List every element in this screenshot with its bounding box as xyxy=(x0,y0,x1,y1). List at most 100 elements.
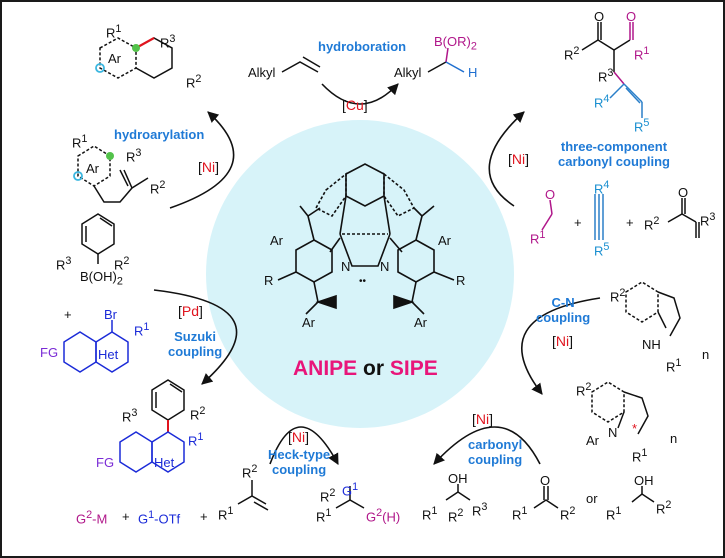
suzuki-sm-r2: R2 xyxy=(114,255,130,273)
center-circle xyxy=(206,120,514,428)
ligand-ar-tl: Ar xyxy=(270,233,283,248)
tc-prod-r5: R5 xyxy=(634,117,650,135)
suzuki-label: Suzuki coupling xyxy=(168,329,223,359)
cn-prod-star: * xyxy=(632,421,638,436)
heck-g2m: G2-M xyxy=(76,509,108,527)
tc-prod-o-left: O xyxy=(594,9,605,24)
heck-alk-r1: R1 xyxy=(218,505,234,523)
cn-sm-r2: R2 xyxy=(610,287,626,305)
cc-or: or xyxy=(586,491,598,506)
heck-catalyst: [Ni] xyxy=(288,429,310,445)
cc-prod-r3: R3 xyxy=(472,501,488,519)
ha-prod-r2: R2 xyxy=(186,73,202,91)
tc-plus2: + xyxy=(626,215,634,230)
cn-prod-ar: Ar xyxy=(586,433,599,448)
ligand-r-left: R xyxy=(264,273,274,288)
tc-sm-o2: O xyxy=(678,185,689,200)
suzuki-prod-r2: R2 xyxy=(190,405,206,423)
cn-sm-n: n xyxy=(702,347,710,362)
ha-sm-ar: Ar xyxy=(86,161,99,176)
cn-coupling-catalyst: [Ni] xyxy=(552,333,574,349)
ligand-n-right: N xyxy=(380,259,390,274)
tc-sm-r2: R2 xyxy=(644,215,660,233)
suzuki-plus: + xyxy=(64,307,72,322)
tc-sm-o: O xyxy=(545,187,556,202)
ligand-ar-bl: Ar xyxy=(302,315,315,330)
cn-prod-r2: R2 xyxy=(576,381,592,399)
tc-sm-r1: R1 xyxy=(530,229,546,247)
tc-prod-r4: R4 xyxy=(594,93,610,111)
cn-prod-sub-n: n xyxy=(670,431,678,446)
cn-coupling-label: C-N coupling xyxy=(536,295,591,325)
heck-prod-r1: R1 xyxy=(316,507,332,525)
ha-prod-r3: R3 xyxy=(160,33,176,51)
heck-prod-r2: R2 xyxy=(320,487,336,505)
suzuki-prod-het: Het xyxy=(154,455,175,470)
cc-sm-r2: R2 xyxy=(560,505,576,523)
suzuki-prod-fg: FG xyxy=(96,455,115,470)
hydroboration-boron: B(OR)2 xyxy=(434,34,477,53)
center-title: ANIPE or SIPE xyxy=(293,357,438,380)
hydroboration-product-alkyl: Alkyl xyxy=(394,65,422,80)
tc-sm-r4: R4 xyxy=(594,179,610,197)
suzuki-sm-r1: R1 xyxy=(134,321,150,339)
carbonyl-catalyst: [Ni] xyxy=(472,411,494,427)
arrow-heck xyxy=(269,426,339,465)
tc-prod-r3: R3 xyxy=(598,67,614,85)
suzuki-prod-r1: R1 xyxy=(188,431,204,449)
suzuki-sm-fg: FG xyxy=(40,345,59,360)
ha-sm-r2: R2 xyxy=(150,179,166,197)
ligand-structure xyxy=(277,163,455,315)
suzuki-sm-br: Br xyxy=(104,307,117,322)
tc-sm-r3: R3 xyxy=(700,211,716,229)
hydroboration-structures xyxy=(281,47,465,73)
suzuki-sm-r3: R3 xyxy=(56,255,72,273)
suzuki-structures xyxy=(63,213,185,473)
ha-prod-r1: R1 xyxy=(106,23,122,41)
ha-prod-ar: Ar xyxy=(108,51,121,66)
cc-sm2-oh: OH xyxy=(634,473,654,488)
ligand-carbene: •• xyxy=(359,276,367,287)
ligand-ar-br: Ar xyxy=(414,315,427,330)
tc-prod-r2: R2 xyxy=(564,45,580,63)
cn-sm-r1: R1 xyxy=(666,357,682,375)
cn-prod-n: N xyxy=(608,425,618,440)
suzuki-sm-b: B(OH)2 xyxy=(80,269,123,288)
ha-sm-r3: R3 xyxy=(126,147,142,165)
hydroboration-substrate: Alkyl xyxy=(248,65,276,80)
arrow-three-component xyxy=(488,111,525,207)
ha-sm-r1: R1 xyxy=(72,133,88,151)
arrow-cn-coupling xyxy=(521,297,601,395)
arrow-suzuki xyxy=(153,289,238,385)
arrow-hydroarylation xyxy=(169,111,235,209)
heck-label: Heck-type coupling xyxy=(268,447,331,477)
carbonyl-structures xyxy=(445,484,655,509)
cn-coupling-structures xyxy=(591,281,681,435)
suzuki-catalyst: [Pd] xyxy=(178,303,203,319)
tc-plus1: + xyxy=(574,215,582,230)
heck-plus1: + xyxy=(122,509,130,524)
heck-plus2: + xyxy=(200,509,208,524)
ligand-r-right: R xyxy=(456,273,466,288)
tc-prod-r1: R1 xyxy=(634,45,650,63)
hydroarylation-label: hydroarylation xyxy=(114,127,205,142)
cc-sm2-r2: R2 xyxy=(656,499,672,517)
cc-sm-o: O xyxy=(540,473,551,488)
hydroarylation-structures xyxy=(73,37,173,203)
ligand-ar-tr: Ar xyxy=(438,233,451,248)
cn-sm-nh: NH xyxy=(642,337,661,352)
cc-sm2-r1: R1 xyxy=(606,505,622,523)
hydroboration-label: hydroboration xyxy=(318,39,407,54)
cn-prod-r1: R1 xyxy=(632,447,648,465)
heck-prod-g2: G2(H) xyxy=(366,507,401,525)
cc-prod-r2: R2 xyxy=(448,507,464,525)
hydroboration-hydrogen: H xyxy=(468,65,478,80)
arrow-hydroboration xyxy=(321,83,399,105)
heck-structures xyxy=(237,480,365,511)
tc-prod-o-right: O xyxy=(626,9,637,24)
hydroarylation-catalyst: [Ni] xyxy=(198,159,220,175)
arrow-carbonyl-coupling xyxy=(433,426,541,465)
three-component-structures xyxy=(541,22,700,240)
